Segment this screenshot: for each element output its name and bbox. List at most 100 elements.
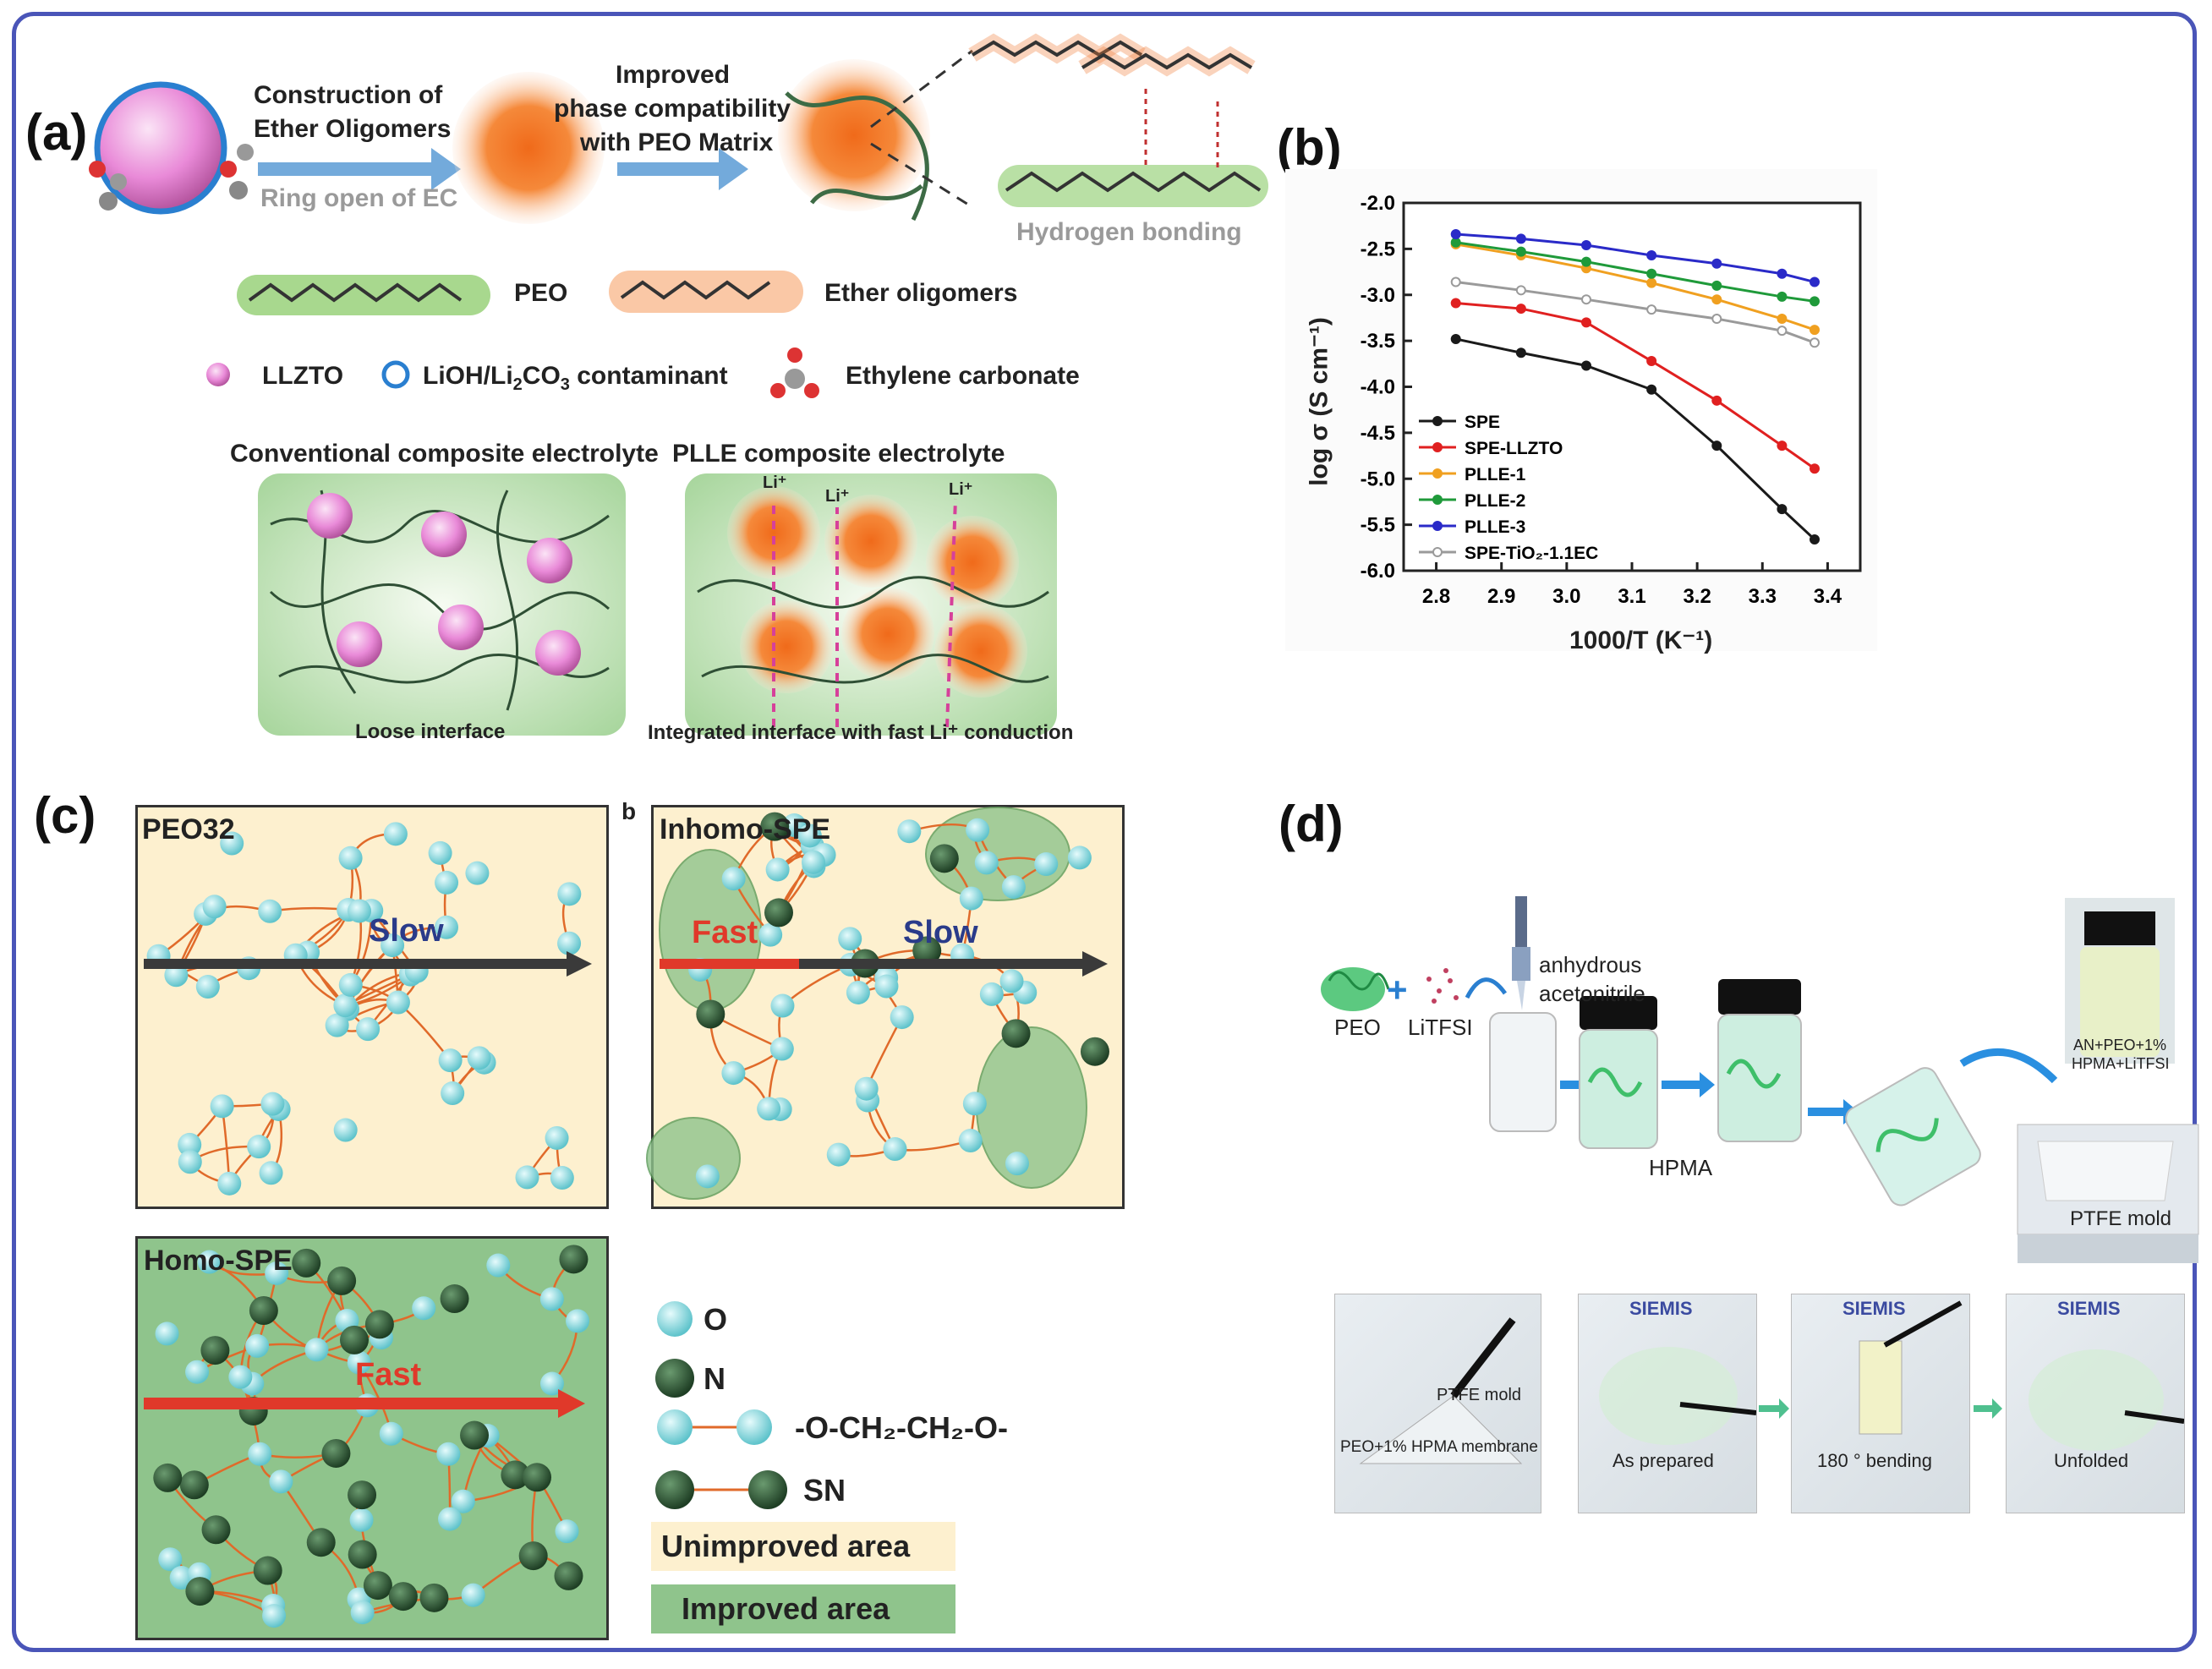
pipette-icon	[1512, 896, 1530, 1010]
o-atom	[962, 1092, 987, 1116]
o-atom	[874, 974, 899, 999]
photo4-label: Unfolded	[2054, 1450, 2129, 1471]
vial-label-1: AN+PEO+1%	[2073, 1037, 2167, 1053]
data-point	[1450, 228, 1461, 239]
litfsi-powder-icon	[1426, 968, 1459, 1004]
n-atom	[559, 1245, 589, 1274]
o-atom	[566, 1309, 590, 1333]
data-point	[1515, 233, 1526, 244]
o-atom	[451, 1489, 475, 1513]
o-atom	[333, 993, 358, 1018]
arrow-right-icon	[258, 148, 461, 190]
o-atom	[802, 850, 825, 874]
o-atom	[465, 861, 490, 885]
data-point	[1711, 395, 1722, 406]
o-atom	[210, 1094, 234, 1119]
photo3-label: 180 ° bending	[1817, 1450, 1933, 1471]
chart-xlabel: 1000/T (K⁻¹)	[1569, 627, 1713, 654]
hydrogen-bonding-diagram	[968, 33, 1268, 207]
o-atom	[974, 851, 999, 875]
figure-frame	[12, 12, 2197, 1652]
o-atom	[545, 1125, 569, 1150]
data-point	[1646, 249, 1657, 260]
n-atom	[363, 1571, 392, 1601]
o-atom	[262, 1604, 287, 1628]
n-atom	[249, 1295, 278, 1325]
siemis-logo: SIEMIS	[1629, 1298, 1693, 1319]
curved-arrow-icon	[1465, 977, 1508, 999]
data-point	[1450, 276, 1461, 287]
data-point	[1515, 347, 1526, 358]
slow-arrowhead	[567, 951, 592, 977]
o-atom	[269, 1469, 293, 1494]
n-atom	[200, 1336, 230, 1365]
peo-powder-icon	[1321, 967, 1390, 1011]
o-atom	[557, 931, 582, 955]
o-atom	[797, 824, 822, 848]
y-tick-label: -3.0	[1361, 284, 1395, 307]
sub-b-label: b	[621, 798, 637, 824]
legend-label: PLLE-1	[1465, 465, 1526, 484]
o-atom	[338, 972, 363, 997]
o-atom	[169, 1566, 194, 1590]
y-tick-label: -5.0	[1361, 468, 1395, 490]
o-atom	[436, 1442, 461, 1466]
conventional-electrolyte-illustration	[258, 473, 626, 736]
solvent-line1: anhydrous	[1539, 952, 1642, 977]
vial-empty-icon	[1489, 1012, 1557, 1132]
n-atom	[179, 1470, 209, 1500]
panel-d-label: (d)	[1278, 796, 1344, 852]
photo-bending: SIEMIS 180 ° bending	[1791, 1294, 1970, 1513]
n-atom	[764, 898, 793, 928]
data-point	[1581, 360, 1591, 371]
y-tick-label: -6.0	[1361, 560, 1395, 583]
photo2-label: As prepared	[1612, 1450, 1714, 1471]
o-atom	[349, 1508, 374, 1532]
peo32-box	[135, 805, 609, 1209]
n-atom	[185, 1577, 215, 1606]
vial-mixture-1-icon	[1579, 996, 1658, 1149]
o-atom	[356, 1017, 381, 1042]
legend-ether: Ether oligomers	[824, 279, 1018, 307]
legend-chain-o2	[736, 1409, 772, 1445]
ether-cluster-icon	[452, 72, 605, 224]
n-atom	[1080, 1037, 1109, 1066]
n-atom	[201, 1515, 231, 1545]
o-atom	[348, 899, 372, 923]
o-atom	[217, 1171, 242, 1196]
integrated-label: Integrated interface with fast Li⁺ condu…	[648, 721, 1074, 744]
o-atom	[260, 1092, 285, 1116]
legend-label: SPE	[1465, 413, 1500, 432]
legend-ec: Ethylene carbonate	[846, 362, 1080, 390]
o-atom	[386, 990, 410, 1015]
o-atom	[248, 1442, 272, 1466]
ether-cluster-peo-icon	[778, 59, 930, 222]
o-atom	[412, 1296, 436, 1321]
data-point	[1646, 304, 1657, 315]
data-point	[1810, 337, 1820, 348]
data-point	[1450, 298, 1461, 309]
o-atom	[197, 1250, 222, 1274]
o-atom	[228, 1365, 253, 1389]
ethylene-carbonate-icon	[770, 347, 819, 398]
o-atom	[178, 1150, 202, 1174]
legend-marker	[1432, 468, 1443, 479]
n-atom	[460, 1420, 490, 1450]
o-atom	[434, 915, 458, 939]
n-atom	[912, 936, 942, 966]
n-atom	[327, 1266, 357, 1295]
legend-unimproved: Unimproved area	[651, 1522, 955, 1571]
legend-marker	[1432, 521, 1443, 531]
o-atom	[245, 1333, 270, 1358]
o-atom	[1067, 845, 1092, 870]
vial-pouring-icon	[1845, 1067, 1981, 1207]
o-atom	[721, 867, 746, 891]
y-tick-label: -4.5	[1361, 422, 1395, 445]
slow-label-2: Slow	[903, 915, 978, 950]
o-atom	[959, 886, 983, 911]
arrow-right-icon	[1662, 1072, 1715, 1097]
data-point	[1810, 463, 1820, 474]
legend-label: PLLE-2	[1465, 491, 1525, 511]
data-point	[1810, 325, 1820, 336]
